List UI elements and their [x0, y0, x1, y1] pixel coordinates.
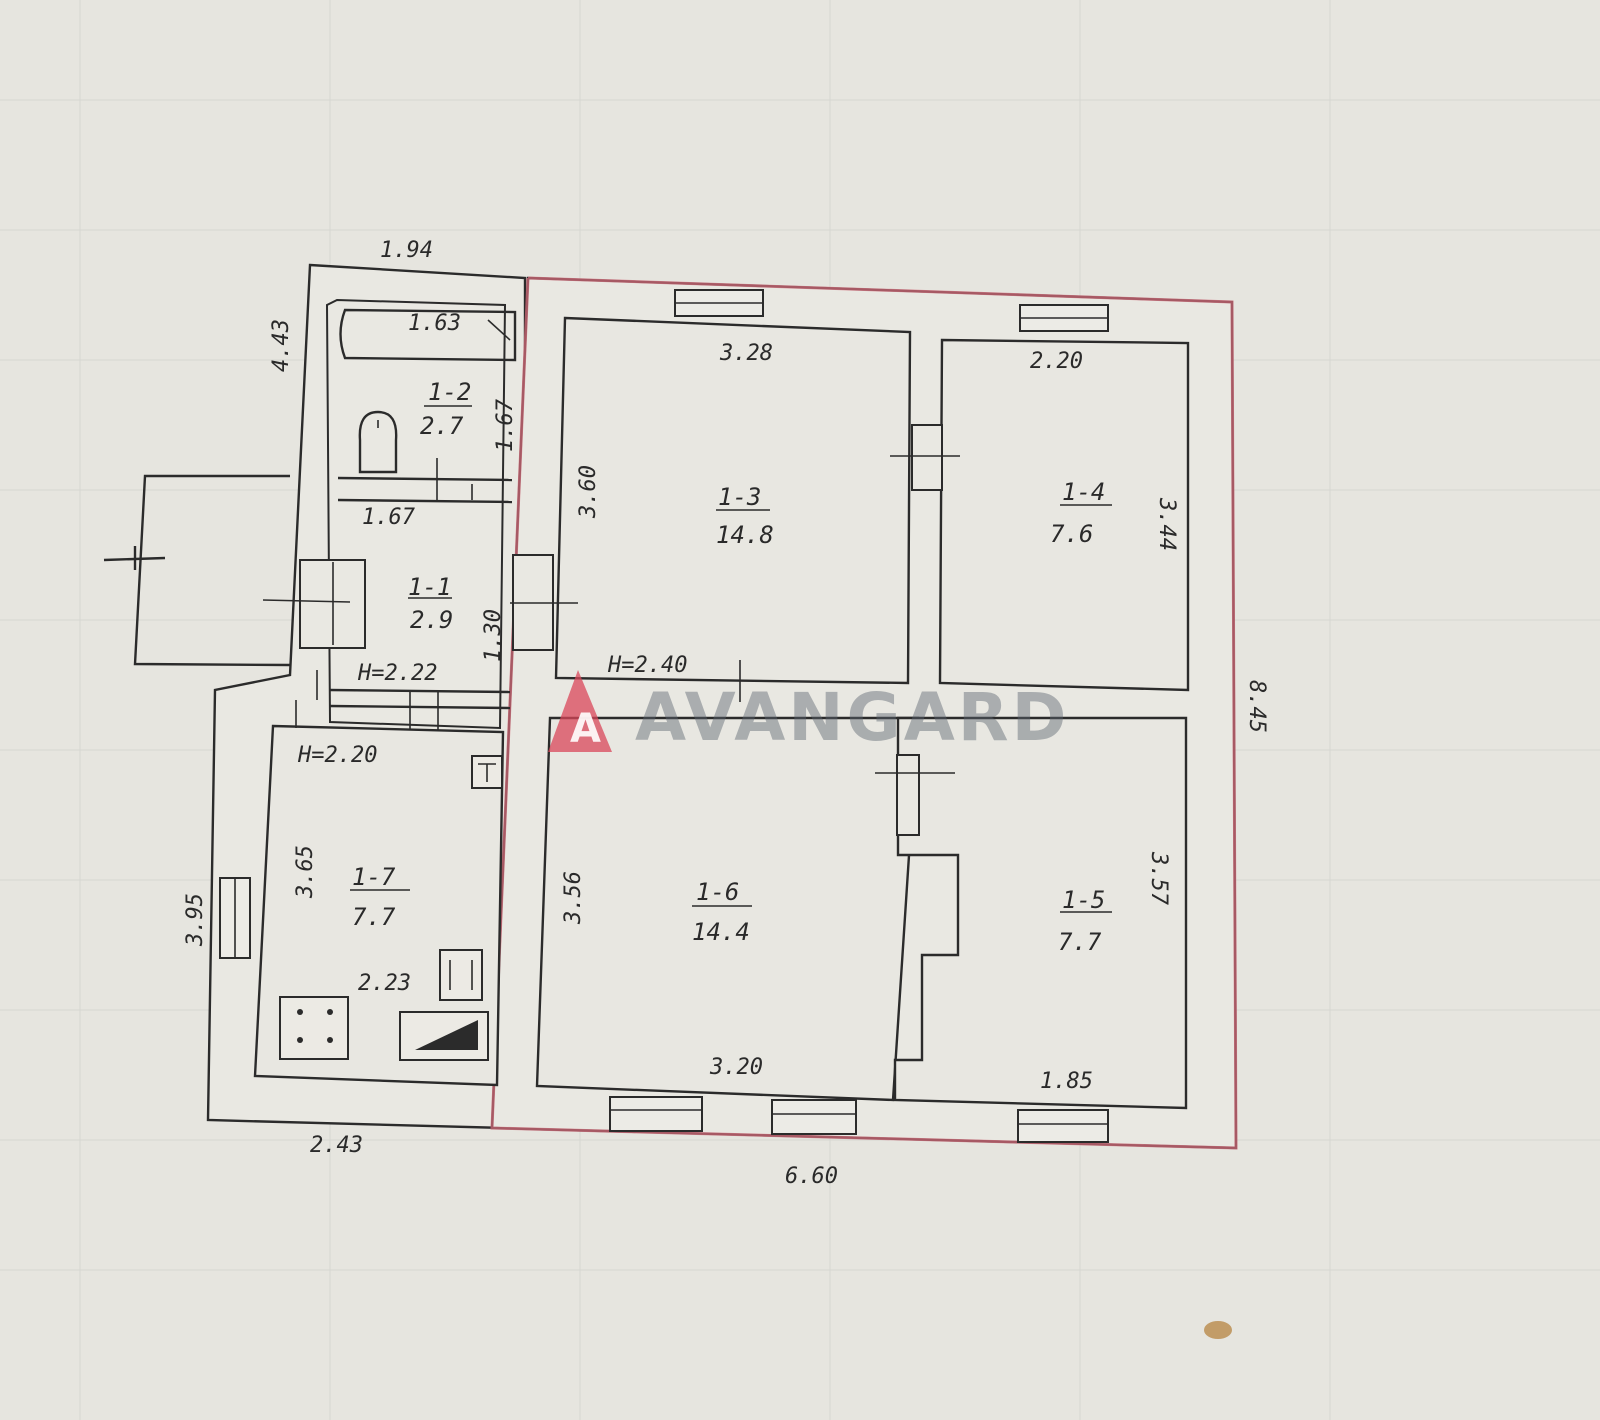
room-area-1-4: 7.6 [1050, 520, 1093, 548]
dim-r16-height: 3.56 [561, 871, 586, 925]
porch [103, 474, 291, 667]
kitchen-fixtures [279, 755, 503, 1061]
room-area-1-5: 7.7 [1058, 928, 1102, 956]
room-id-1-5: 1-5 [1062, 886, 1105, 914]
meter-icon [439, 949, 483, 1001]
room-area-1-3: 14.8 [716, 521, 774, 549]
dim-r16-width: 3.20 [709, 1055, 763, 1080]
room-1-6-interior [535, 716, 920, 1102]
dim-bath: 1.63 [408, 311, 461, 336]
dim-h-main: H=2.40 [607, 653, 687, 678]
room-1-3-interior [554, 316, 912, 685]
room-1-4-interior [938, 338, 1190, 692]
watermark-text: AVANGARD [635, 679, 1069, 756]
annex-partitions [295, 308, 517, 730]
room-id-1-3: 1-3 [718, 483, 761, 511]
windows [219, 289, 1109, 1143]
room-id-1-2: 1-2 [428, 378, 471, 406]
svg-text:A: A [570, 706, 601, 752]
bathtub [339, 308, 517, 362]
room-id-1-7: 1-7 [352, 863, 396, 891]
dim-main-bottom: 6.60 [785, 1164, 838, 1189]
room-id-1-6: 1-6 [696, 878, 739, 906]
room-area-1-7: 7.7 [352, 903, 396, 931]
dim-h-hall: H=2.22 [357, 661, 437, 686]
dim-main-right: 8.45 [1244, 680, 1269, 733]
dimension-labels: 1.94 4.43 1.63 1.67 1.67 1.30 H=2.22 H=2… [183, 238, 1269, 1189]
room-area-1-2: 2.7 [420, 412, 464, 440]
dim-r13-width: 3.28 [719, 341, 773, 366]
watermark: A AVANGARD [548, 670, 1069, 756]
dim-wc-width: 1.67 [362, 505, 416, 530]
dim-r14-width: 2.20 [1030, 349, 1083, 374]
dim-h-kitchen: H=2.20 [297, 743, 377, 768]
red-outline [490, 276, 1238, 1150]
dim-wc-height: 1.67 [493, 398, 518, 452]
dim-r14-height: 3.44 [1154, 497, 1179, 551]
dim-kitchen-width: 2.23 [358, 971, 411, 996]
room-area-1-1: 2.9 [410, 606, 453, 634]
room-id-1-4: 1-4 [1062, 478, 1105, 506]
dim-r15-height: 3.57 [1146, 851, 1171, 906]
dim-left-annex: 4.43 [269, 319, 294, 372]
doors [262, 424, 960, 836]
dim-hall-height: 1.30 [481, 609, 506, 662]
room-id-1-1: 1-1 [408, 573, 451, 601]
dim-r13-height: 3.60 [576, 465, 601, 519]
stove-icon [279, 996, 349, 1060]
room-area-1-6: 14.4 [692, 918, 750, 946]
avangard-logo-icon [548, 670, 612, 752]
room-interiors [253, 316, 1190, 1110]
toilet-icon [358, 410, 398, 474]
room-labels: 1-1 2.9 1-2 2.7 1-3 14.8 1-4 7.6 1-5 7.7… [350, 378, 1112, 956]
dim-annex-bottom: 2.43 [310, 1133, 363, 1158]
dim-top-annex: 1.94 [380, 238, 433, 263]
dim-r15-width: 1.85 [1040, 1069, 1093, 1094]
dim-annex-left-height: 3.95 [183, 893, 208, 947]
paper-stain [1204, 1321, 1232, 1339]
dim-kitchen-height: 3.65 [293, 845, 318, 899]
